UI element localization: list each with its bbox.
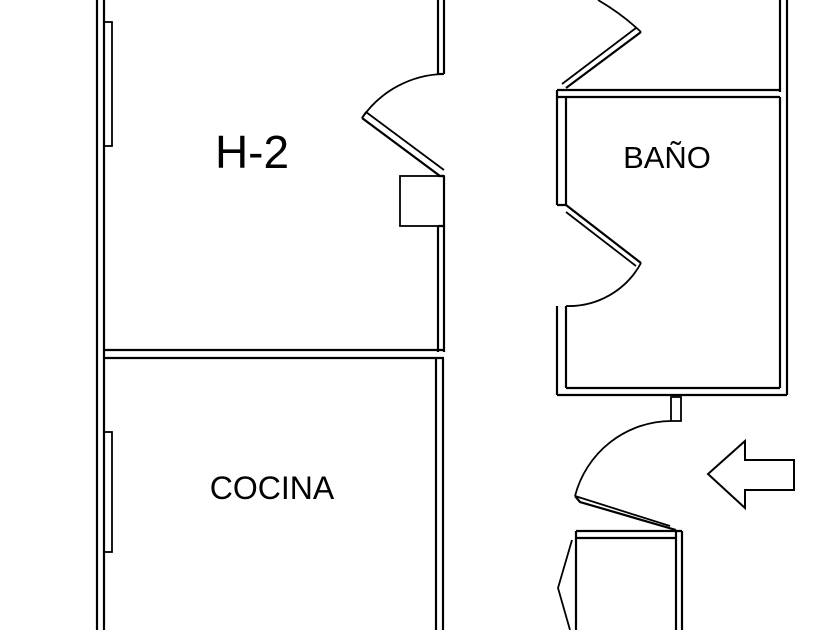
window-h2 — [103, 21, 113, 147]
left-rooms-walls — [95, 0, 446, 630]
closet-notch — [399, 175, 445, 227]
door-entrance — [574, 396, 682, 532]
door-h2 — [361, 73, 445, 178]
window-cocina — [103, 431, 113, 553]
arrow-left-outline-icon — [706, 438, 795, 511]
bano-walls — [555, 0, 789, 397]
bottom-right-walls — [557, 529, 684, 630]
room-label-cocina: COCINA — [210, 470, 335, 506]
door-bano — [557, 203, 642, 307]
room-label-bano: BAÑO — [623, 140, 711, 175]
door-top-right — [561, 0, 642, 89]
room-label-h2: H-2 — [215, 126, 289, 178]
